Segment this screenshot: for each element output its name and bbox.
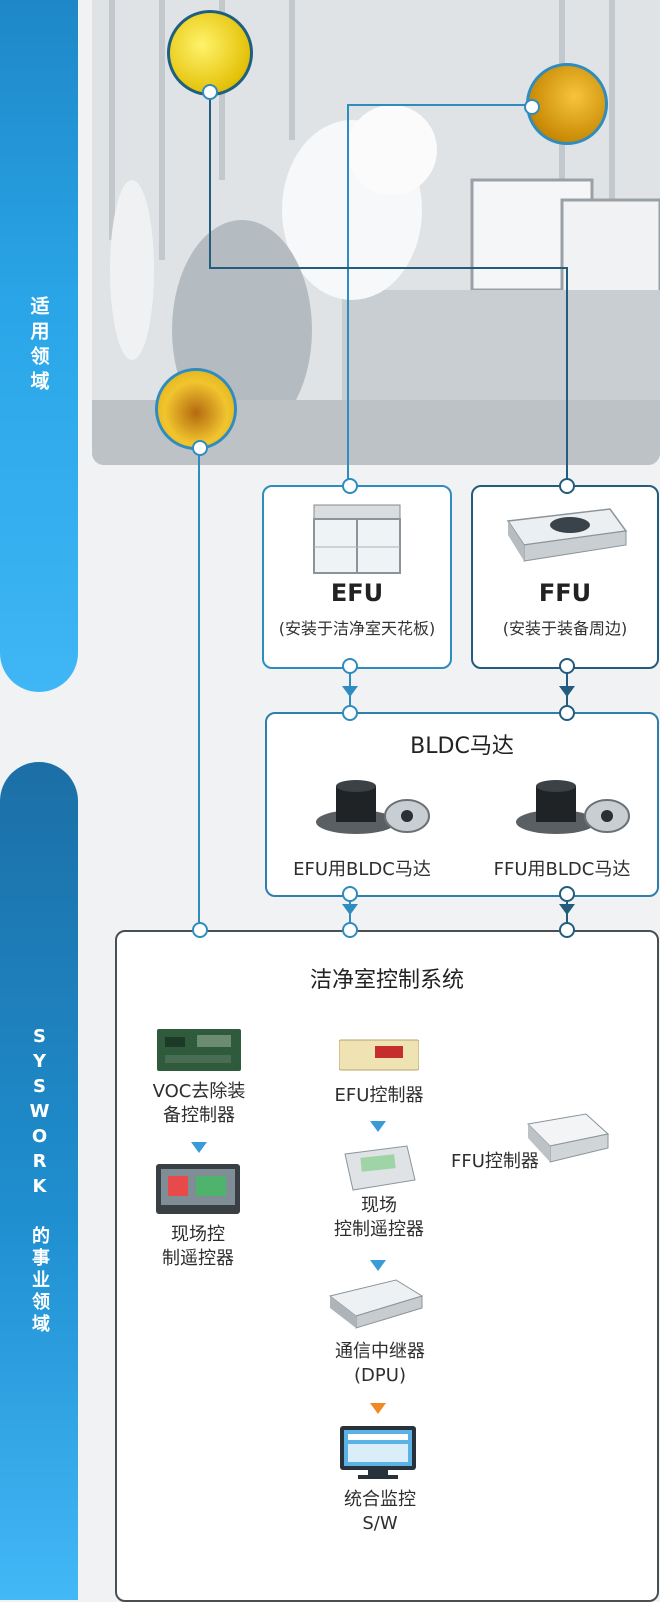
- monitoring-software-label: 统合监控 S/W: [318, 1488, 442, 1536]
- efu-controller-label: EFU控制器: [334, 1085, 424, 1106]
- dpu-line2: (DPU): [354, 1365, 406, 1386]
- ffu-box: FFU (安装于装备周边): [471, 485, 659, 669]
- efu-description: (安装于洁净室天花板): [278, 619, 436, 638]
- monitoring-software-monitor-icon: [340, 1426, 416, 1479]
- bldc-motor-box: BLDC马达 EFU用BLDC马达 FFU用BLDC马达: [265, 712, 659, 897]
- connector-dot: [342, 478, 358, 494]
- voc-controller-board-icon: [157, 1029, 241, 1071]
- down-arrow-orange: [370, 1403, 386, 1414]
- efu-bldc-motor-label: EFU用BLDC马达: [293, 859, 431, 880]
- yellow-circle-top-left: [167, 10, 253, 96]
- sidebar-label-application: 适用领域: [27, 296, 50, 396]
- voc-controller-label: VOC去除装 备控制器: [134, 1080, 264, 1128]
- monitoring-software-line1: 统合监控: [344, 1489, 416, 1510]
- voc-controller-line1: VOC去除装: [152, 1081, 246, 1102]
- down-arrow: [370, 1121, 386, 1132]
- connector-dot: [202, 84, 218, 100]
- efu-controller-icon: [339, 1039, 419, 1071]
- connector-dot: [559, 886, 575, 902]
- dpu-repeater-icon: [328, 1279, 424, 1329]
- ffu-title: FFU: [538, 579, 592, 607]
- field-remote-left-line2: 制遥控器: [162, 1248, 234, 1269]
- voc-controller-line2: 备控制器: [163, 1105, 235, 1126]
- monitoring-software-line2: S/W: [362, 1513, 398, 1534]
- yellow-circle-bottom-left: [155, 368, 237, 450]
- ffu-bldc-motor-icon: [516, 780, 630, 834]
- sidebar-label-business: SYSWORK 的事业领域: [29, 1026, 50, 1336]
- sidebar-application-field: 适用领域: [0, 0, 78, 692]
- down-arrow: [370, 1260, 386, 1271]
- ffu-unit-icon: [506, 508, 628, 562]
- connector-dot: [559, 478, 575, 494]
- connector-dot: [524, 99, 540, 115]
- field-remote-controller-icon: [156, 1164, 240, 1214]
- connector-dot: [192, 922, 208, 938]
- connector-dot: [192, 440, 208, 456]
- connector-dot: [342, 922, 358, 938]
- connector-dot: [342, 658, 358, 674]
- efu-bldc-motor-icon: [316, 780, 430, 834]
- dpu-line1: 通信中继器: [335, 1341, 425, 1362]
- ffu-controller-label: FFU控制器: [451, 1151, 539, 1172]
- ffu-description: (安装于装备周边): [502, 619, 628, 638]
- sidebar-business-field: SYSWORK 的事业领域: [0, 762, 78, 1600]
- field-remote-center-label: 现场 控制遥控器: [314, 1194, 444, 1242]
- ffu-bldc-motor-label: FFU用BLDC马达: [493, 859, 631, 880]
- field-remote-left-line1: 现场控: [171, 1224, 225, 1245]
- bldc-title: BLDC马达: [410, 734, 514, 759]
- control-system-title: 洁净室控制系统: [309, 968, 464, 993]
- connector-dot: [559, 658, 575, 674]
- dpu-label: 通信中继器 (DPU): [318, 1340, 442, 1388]
- connector-dot: [342, 705, 358, 721]
- field-remote-controller-icon: [344, 1145, 416, 1191]
- field-remote-left-label: 现场控 制遥控器: [143, 1223, 253, 1271]
- field-remote-center-line1: 现场: [361, 1195, 397, 1216]
- efu-unit-icon: [313, 504, 401, 574]
- efu-box: EFU (安装于洁净室天花板): [262, 485, 452, 669]
- ffu-controller-icon: [526, 1113, 610, 1163]
- efu-title: EFU: [330, 579, 384, 607]
- field-remote-center-line2: 控制遥控器: [334, 1219, 424, 1240]
- down-arrow: [191, 1142, 207, 1153]
- connector-dot: [559, 705, 575, 721]
- connector-dot: [342, 886, 358, 902]
- connector-dot: [559, 922, 575, 938]
